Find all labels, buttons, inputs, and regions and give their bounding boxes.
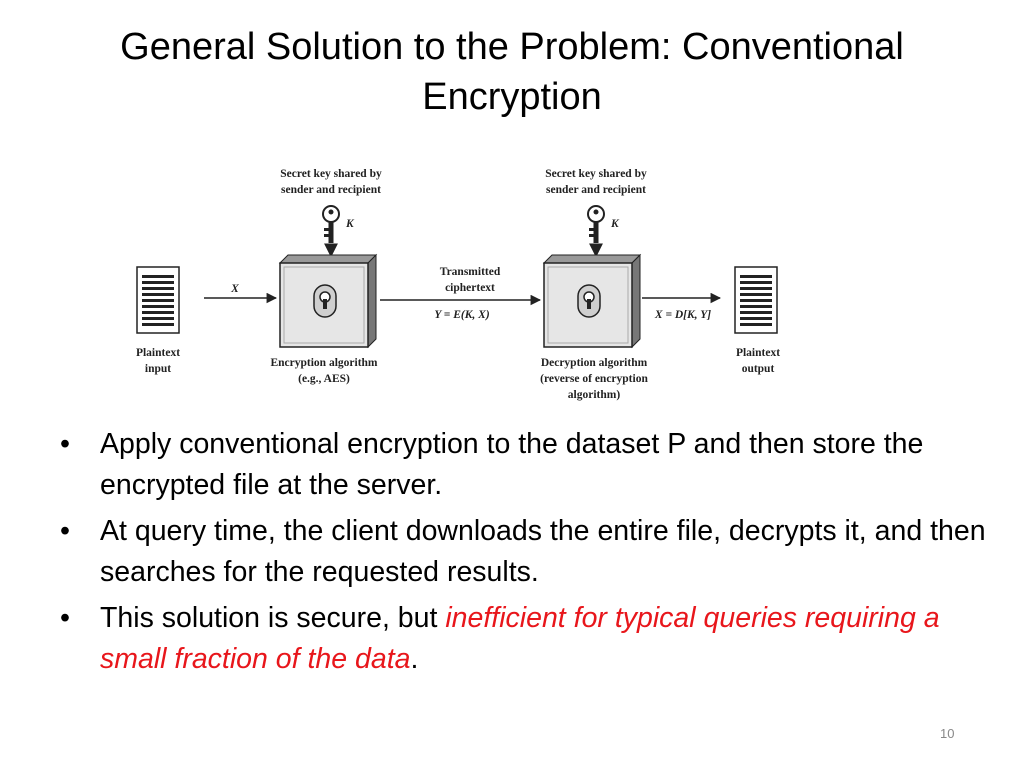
enc-key-label-line2: sender and recipient bbox=[281, 184, 381, 196]
slide-title: General Solution to the Problem: Convent… bbox=[120, 26, 904, 118]
cipher-formula: Y = E(K, X) bbox=[434, 309, 489, 321]
bullet-item: • This solution is secure, but inefficie… bbox=[58, 598, 988, 680]
decryption-algorithm-box bbox=[543, 254, 641, 348]
encryption-label-line2: (e.g., AES) bbox=[298, 373, 350, 385]
enc-key-icon bbox=[322, 205, 340, 244]
enc-key-label-line1: Secret key shared by bbox=[280, 168, 382, 180]
plaintext-input-label-line1: Plaintext bbox=[136, 347, 180, 359]
decryption-label-line3: algorithm) bbox=[568, 389, 621, 401]
dec-key-label-line1: Secret key shared by bbox=[545, 168, 647, 180]
bullet-dot: • bbox=[60, 428, 70, 460]
plaintext-output-document-icon bbox=[734, 266, 778, 334]
bullet-dot: • bbox=[60, 515, 70, 547]
plaintext-output-label-line2: output bbox=[742, 363, 775, 375]
encryption-label-line1: Encryption algorithm bbox=[270, 357, 377, 369]
bullet-suffix: . bbox=[410, 643, 419, 675]
bullet-item: • Apply conventional encryption to the d… bbox=[58, 424, 988, 506]
transmitted-label-line1: Transmitted bbox=[440, 266, 501, 278]
decryption-label-line2: (reverse of encryption bbox=[540, 373, 648, 385]
bullet-dot: • bbox=[60, 602, 70, 634]
bullet-item: • At query time, the client downloads th… bbox=[58, 511, 988, 593]
decrypt-formula: X = D[K, Y] bbox=[654, 309, 711, 321]
encryption-diagram: Secret key shared by sender and recipien… bbox=[136, 168, 780, 401]
transmitted-label-line2: ciphertext bbox=[445, 282, 495, 294]
plaintext-input-label-line2: input bbox=[145, 363, 171, 375]
bullet-list: • Apply conventional encryption to the d… bbox=[58, 424, 988, 685]
bullet-text: Apply conventional encryption to the dat… bbox=[100, 428, 924, 501]
page-number: 10 bbox=[940, 726, 955, 741]
input-symbol: X bbox=[230, 283, 239, 295]
bullet-emphasis: inefficient for typical queries requirin… bbox=[100, 602, 940, 675]
dec-key-symbol: K bbox=[610, 218, 620, 230]
decryption-label-line1: Decryption algorithm bbox=[541, 357, 648, 369]
bullet-text: At query time, the client downloads the … bbox=[100, 515, 986, 588]
dec-key-icon bbox=[587, 205, 605, 244]
plaintext-input-document-icon bbox=[136, 266, 180, 334]
bullet-text: This solution is secure, but bbox=[100, 602, 446, 634]
plaintext-output-label-line1: Plaintext bbox=[736, 347, 780, 359]
enc-key-symbol: K bbox=[345, 218, 355, 230]
dec-key-label-line2: sender and recipient bbox=[546, 184, 646, 196]
encryption-algorithm-box bbox=[279, 254, 377, 348]
